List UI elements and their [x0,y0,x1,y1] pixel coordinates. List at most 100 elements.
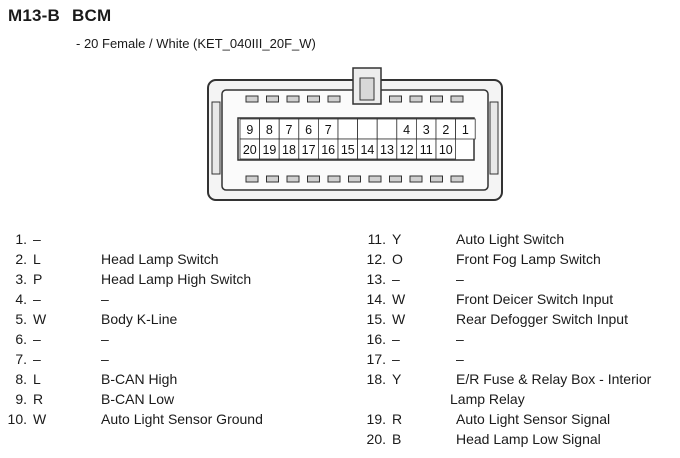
pin-entry-number: 2. [15,251,27,267]
pin-entry-description: – [456,351,464,367]
pin-entry-number: 17. [366,351,386,367]
pin-entry-wire-color: – [33,291,41,307]
connector-tooth [348,175,361,183]
pin-entry-description: Auto Light Sensor Signal [456,411,611,427]
pin-entry-wire-color: L [33,371,41,387]
pin-entry-number: 15. [366,311,386,327]
pin-entry-wire-color: W [33,311,47,327]
pin-entry: 16. –– [356,329,651,349]
connector-tooth [389,95,402,103]
pin-number: 1 [462,123,469,137]
pin-number: 11 [420,143,433,157]
pin-number: 14 [360,143,374,157]
connector-lock-tab-inner [359,77,375,101]
pin-entry-description: Front Fog Lamp Switch [456,251,601,267]
pin-entry-description: Body K-Line [101,311,178,327]
pin-entry: 17. –– [356,349,651,369]
pin-entry: 6. –– [0,329,263,349]
pin-number: 17 [302,143,316,157]
pin-entry-wire-color: – [392,271,400,287]
connector-tooth [409,175,423,183]
connector-tooth [409,95,423,103]
pin-entry-number: 4. [15,291,27,307]
pin-entry-description-continued: Lamp Relay [450,391,525,407]
pin-entry-wire-color: – [392,331,400,347]
pin-entry-number: 19. [366,411,386,427]
pin-entry: 1. – [0,229,263,249]
pin-number: 9 [246,123,253,137]
pin-entry-number: 13. [366,271,386,287]
connector-id: M13-B [8,6,61,25]
pin-entry-description: – [101,291,109,307]
connector-tooth [307,95,320,103]
pin-entry-wire-color: B [392,431,402,447]
connector-bottom-teeth [245,175,464,183]
pin-entry: 7. –– [0,349,263,369]
pin-entry-description: – [456,331,464,347]
pin-entry-description: – [101,331,109,347]
pin-cell [376,118,398,140]
connector-title: M13-B BCM [8,6,111,26]
connector-tooth [389,175,402,183]
pin-entry-wire-color: – [33,351,41,367]
pin-entry-description: E/R Fuse & Relay Box - Interior [456,371,652,387]
pin-entry-wire-color: Y [392,371,402,387]
module-name: BCM [72,6,112,25]
connector-tooth [245,95,259,103]
pin-entry-wire-color: L [33,251,41,267]
pin-entry-description: Auto Light Sensor Ground [101,411,263,427]
pin-cell [455,118,476,140]
pin-entry-description: Auto Light Switch [456,231,565,247]
connector-tooth [327,95,341,103]
connector-tooth [368,175,382,183]
pin-entry: 20. B Head Lamp Low Signal [356,429,651,449]
pin-entry-wire-color: – [33,331,41,347]
connector-tooth [286,175,300,183]
pin-entry-number: 3. [15,271,27,287]
pin-entry-wire-color: – [33,231,41,247]
connector-tooth [286,95,300,103]
connector-tooth [245,175,259,183]
pin-entry-number: 20. [366,431,386,447]
pin-entry-number: 5. [15,311,27,327]
pin-entry-description: Head Lamp High Switch [101,271,252,287]
pin-number: 16 [321,143,335,157]
pin-entry-description: B-CAN High [101,371,178,387]
pin-number: 15 [341,143,355,157]
pin-entry-wire-color: W [33,411,47,427]
pin-entry: 5. W Body K-Line [0,309,263,329]
pin-entry: 13. – – [356,269,651,289]
pin-entry-wire-color: R [33,391,44,407]
connector-tooth [266,175,279,183]
pin-entry-description: – [456,271,464,287]
pin-entry: 18. Y E/R Fuse & Relay Box - Interior [356,369,652,389]
pin-entry-number: 14. [366,291,386,307]
connector-tooth [450,95,464,103]
connector-left-latch [211,101,221,175]
pin-cell [337,118,359,140]
pin-number: 19 [262,143,276,157]
pin-entry-description: Head Lamp Low Signal [456,431,601,447]
pin-number: 6 [305,123,312,137]
pin-number: 10 [439,143,453,157]
connector-description: - 20 Female / White (KET_040III_20F_W) [76,36,316,51]
connector-tooth [450,175,464,183]
pin-entry-number: 18. [366,371,386,387]
pin-number: 12 [400,143,414,157]
connector-right-latch [489,101,499,175]
pin-entry-description: – [101,351,109,367]
connector-top-teeth [245,95,464,103]
pin-cell [435,138,457,160]
connector-tooth [307,175,320,183]
